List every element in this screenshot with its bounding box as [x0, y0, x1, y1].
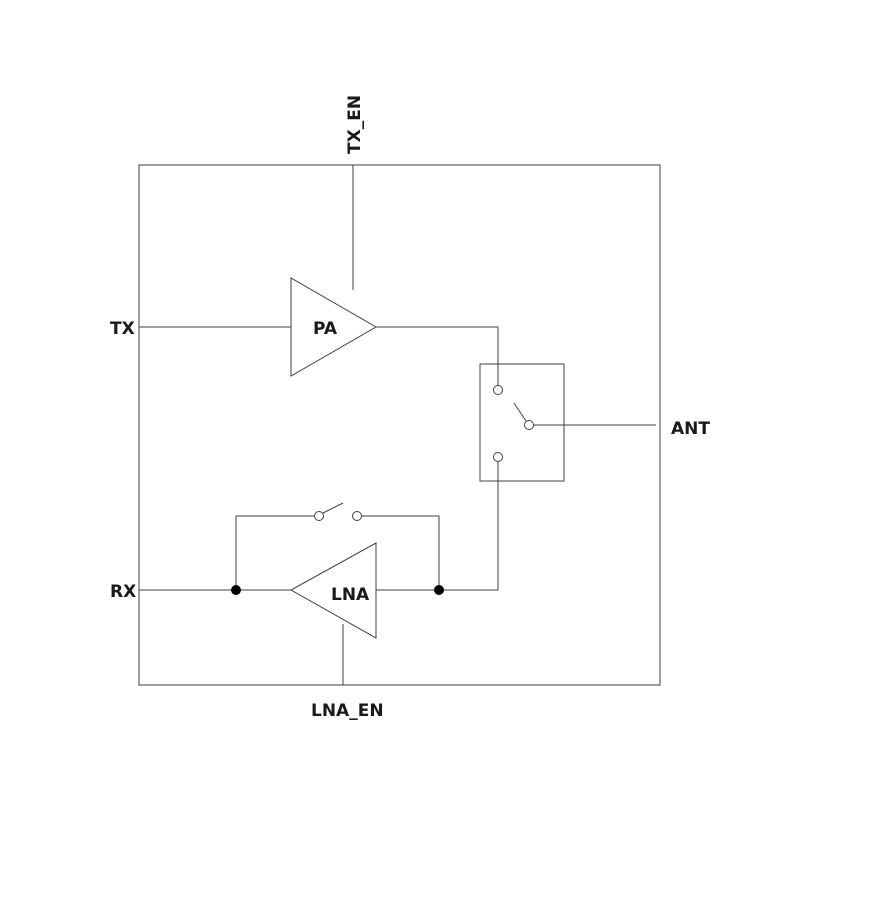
pa-amplifier: [290, 277, 378, 377]
switch-common-contact: [524, 420, 534, 430]
switch-blade: [513, 402, 527, 422]
tx-label: TX: [110, 319, 135, 339]
bypass-right-wire: [362, 515, 440, 590]
bypass-left-wire: [235, 515, 314, 590]
pa-output-wire: [376, 326, 499, 390]
ant-label: ANT: [671, 419, 710, 439]
rx-junction-dot: [231, 585, 241, 595]
rx-label: RX: [110, 582, 136, 602]
lna-input-junction-dot: [434, 585, 444, 595]
switch-tx-contact: [493, 385, 503, 395]
lna-label: LNA: [331, 585, 370, 605]
module-boundary: [138, 164, 661, 686]
pa-label: PA: [313, 319, 338, 339]
antenna-switch-box: [479, 363, 565, 482]
bypass-right-contact: [352, 511, 362, 521]
switch-rx-contact: [493, 452, 503, 462]
bypass-switch-blade: [322, 502, 344, 514]
lna-en-label: LNA_EN: [311, 701, 384, 721]
bypass-left-contact: [314, 511, 324, 521]
lna-amplifier: [289, 542, 377, 639]
switch-to-lna-wire: [376, 461, 499, 591]
tx-en-label: TX_EN: [345, 95, 365, 154]
